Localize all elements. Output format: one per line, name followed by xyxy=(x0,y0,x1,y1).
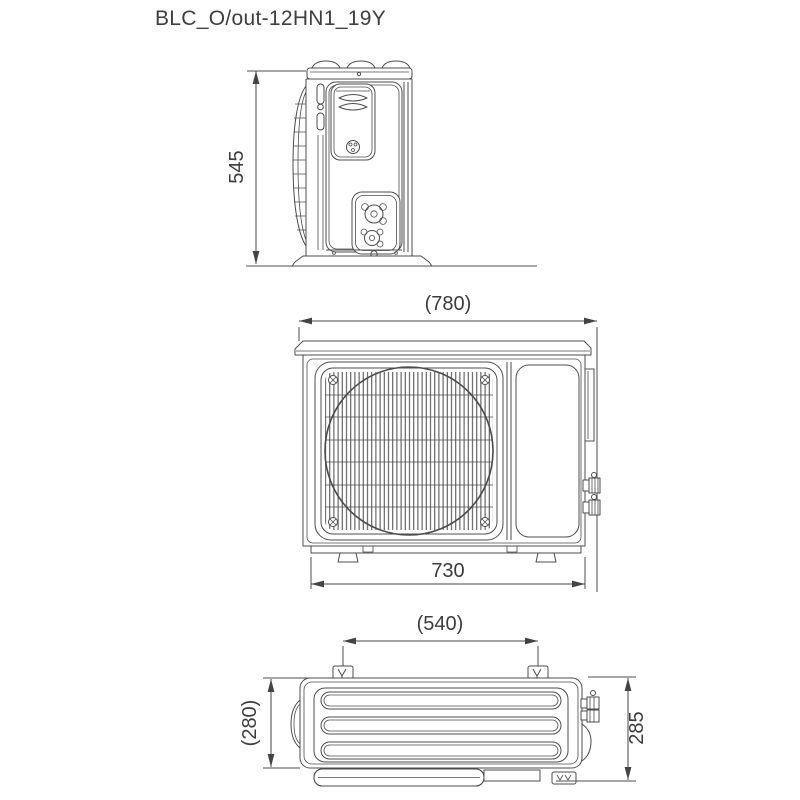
front-side-panel xyxy=(515,364,580,538)
front-overall-width-dimension: (780) xyxy=(298,293,598,592)
side-fan-motor-mark xyxy=(346,140,360,154)
front-base xyxy=(310,545,582,563)
front-foot-left xyxy=(337,552,359,563)
side-valve-cover xyxy=(351,191,401,255)
top-mounting-pitch-dimension: (540) xyxy=(342,613,539,666)
side-valve-small xyxy=(364,230,380,246)
top-body-depth-label: (280) xyxy=(239,700,261,747)
top-overall-depth-label: 285 xyxy=(626,711,648,744)
top-body xyxy=(299,677,583,769)
top-mounting-bracket-left xyxy=(332,665,354,680)
front-body-width-dimension: 730 xyxy=(310,557,586,589)
top-right-bulge xyxy=(581,723,592,762)
front-panel-divider xyxy=(506,362,512,540)
side-left-slots xyxy=(316,83,325,250)
grille-screws xyxy=(328,375,490,527)
front-view: (780) xyxy=(294,293,601,592)
side-handle-recess xyxy=(330,83,376,161)
front-body-width-label: 730 xyxy=(431,560,464,582)
side-height-label: 545 xyxy=(226,150,248,183)
front-overall-width-label: (780) xyxy=(425,293,472,315)
top-overall-depth-dimension: 285 xyxy=(556,676,648,782)
drawing-title: BLC_O/out-12HN1_19Y xyxy=(155,7,386,30)
top-rear-bracket xyxy=(551,771,577,785)
top-cover-plate xyxy=(313,687,569,763)
top-left-bulge xyxy=(290,699,301,749)
fan-circle xyxy=(324,366,494,536)
side-top-handle-ribs xyxy=(311,60,411,69)
top-mounting-bracket-right xyxy=(527,665,549,680)
top-view: (540) xyxy=(239,613,648,787)
side-view: 545 xyxy=(226,60,537,267)
side-valve-large xyxy=(364,204,384,224)
top-service-valves xyxy=(580,690,600,723)
top-mounting-pitch-label: (540) xyxy=(417,613,464,635)
side-top-screw xyxy=(356,71,362,77)
front-right-bracket xyxy=(584,368,595,442)
side-base xyxy=(291,249,433,267)
front-service-valves xyxy=(582,472,601,516)
top-vent-slots xyxy=(320,691,562,760)
front-fan-grille xyxy=(314,361,504,541)
top-condenser-coil xyxy=(313,768,577,787)
side-top-cap xyxy=(306,67,413,80)
side-front-grille-edge xyxy=(292,85,307,247)
side-panel-screw xyxy=(317,103,324,111)
front-foot-right xyxy=(535,552,557,563)
top-body-depth-dimension: (280) xyxy=(239,677,333,769)
front-top-cover xyxy=(294,340,592,356)
